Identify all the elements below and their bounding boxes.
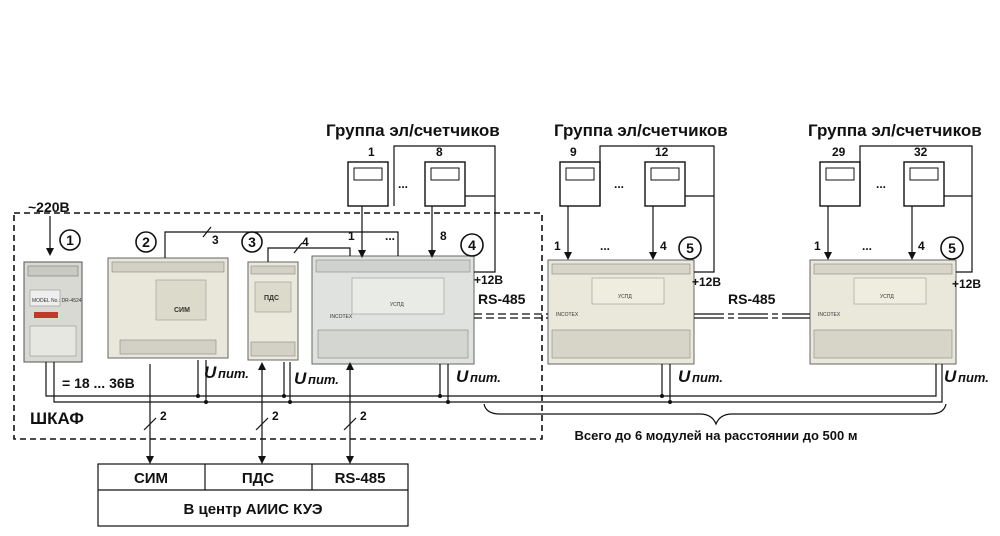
- marker-3: 3: [241, 231, 263, 253]
- sim-module: СИМ: [107, 257, 229, 359]
- center-table: СИМ ПДС RS-485 В центр АИИС КУЭ: [97, 463, 409, 527]
- svg-text:U: U: [678, 367, 691, 386]
- svg-text:пит.: пит.: [218, 366, 249, 381]
- svg-text:2: 2: [160, 409, 167, 423]
- svg-text:U: U: [204, 363, 217, 382]
- pds-module: ПДС: [247, 261, 299, 361]
- svg-text:1: 1: [348, 229, 355, 243]
- center-cell-pds: ПДС: [242, 470, 274, 487]
- meter-group-1: Группа эл/счетчиков 1 8 ... 1 ... 8 +12В: [326, 121, 503, 287]
- pds-face-text: ПДС: [264, 295, 279, 302]
- u-pit-label-4: U пит.: [678, 367, 723, 386]
- svg-text:пит.: пит.: [470, 370, 501, 385]
- svg-text:пит.: пит.: [308, 372, 339, 387]
- plus12-label-3: +12В: [952, 277, 981, 291]
- group-title-2: Группа эл/счетчиков: [554, 121, 728, 140]
- meter-last-1: 8: [436, 145, 443, 159]
- svg-text:...: ...: [600, 239, 610, 253]
- svg-text:5: 5: [948, 240, 956, 256]
- module-name-4: УСПД: [390, 302, 404, 308]
- meter-group-2: Группа эл/счетчиков 9 12 ... 1 ... 4 +12…: [554, 121, 728, 289]
- uspd-module-5a: УСПД INCOTEX: [547, 259, 695, 365]
- rs485-label-1: RS-485: [478, 291, 526, 307]
- svg-text:3: 3: [248, 234, 256, 250]
- svg-text:U: U: [456, 367, 469, 386]
- brand-5b: INCOTEX: [818, 312, 841, 318]
- svg-text:1: 1: [66, 232, 74, 248]
- meter-first-1: 1: [368, 145, 375, 159]
- svg-text:1: 1: [554, 239, 561, 253]
- cabinet-label: ШКАФ: [30, 409, 84, 428]
- meter-icon-1b: [424, 161, 466, 207]
- u-pit-label-5: U пит.: [944, 367, 989, 386]
- meter-icon-1a: [347, 161, 389, 207]
- svg-text:...: ...: [876, 177, 886, 191]
- group-title-3: Группа эл/счетчиков: [808, 121, 982, 140]
- svg-text:...: ...: [614, 177, 624, 191]
- svg-text:...: ...: [862, 239, 872, 253]
- sim-face-text: СИМ: [174, 307, 190, 314]
- module-name-5b: УСПД: [880, 294, 894, 300]
- uspd-main-module: УСПД INCOTEX: [311, 255, 475, 365]
- svg-text:...: ...: [398, 177, 408, 191]
- svg-text:4: 4: [660, 239, 667, 253]
- meter-group-3: Группа эл/счетчиков 29 32 ... 1 ... 4 +1…: [808, 121, 982, 291]
- marker-5b: 5: [940, 236, 964, 260]
- svg-text:U: U: [294, 369, 307, 388]
- svg-text:2: 2: [272, 409, 279, 423]
- svg-text:8: 8: [440, 229, 447, 243]
- link-sim-uspd: [164, 231, 399, 258]
- link-label-4: 4: [302, 235, 309, 249]
- center-cell-sim: СИМ: [134, 470, 168, 487]
- plus12-label-2: +12В: [692, 275, 721, 289]
- center-cell-rs485: RS-485: [335, 470, 386, 487]
- meter-last-3: 32: [914, 145, 928, 159]
- svg-text:1: 1: [814, 239, 821, 253]
- marker-5a: 5: [678, 236, 702, 260]
- module-name-5a: УСПД: [618, 294, 632, 300]
- meter-first-3: 29: [832, 145, 846, 159]
- u-pit-label-3: U пит.: [456, 367, 501, 386]
- u-pit-label-2: U пит.: [294, 369, 339, 388]
- mains-label: ~220В: [28, 199, 70, 215]
- brand-5a: INCOTEX: [556, 312, 579, 318]
- u-pit-label-1: U пит.: [204, 363, 249, 382]
- svg-text:пит.: пит.: [692, 370, 723, 385]
- center-downlinks: 2 2 2: [143, 362, 367, 464]
- rs485-label-2: RS-485: [728, 291, 776, 307]
- marker-4: 4: [460, 233, 484, 257]
- group-title-1: Группа эл/счетчиков: [326, 121, 500, 140]
- center-caption: В центр АИИС КУЭ: [183, 501, 322, 518]
- svg-text:U: U: [944, 367, 957, 386]
- rs485-bus: RS-485 RS-485: [474, 291, 810, 319]
- svg-text:4: 4: [918, 239, 925, 253]
- dc-voltage-label: = 18 ... 36В: [62, 375, 135, 391]
- distance-brace: [483, 403, 947, 426]
- svg-text:5: 5: [686, 240, 694, 256]
- power-supply-module: MODEL No.: DR-4524: [23, 261, 83, 363]
- meter-last-2: 12: [655, 145, 669, 159]
- link-label-3: 3: [212, 233, 219, 247]
- svg-text:2: 2: [142, 234, 150, 250]
- brand-4: INCOTEX: [330, 314, 353, 320]
- svg-text:4: 4: [468, 237, 476, 253]
- plus12-label-1: +12В: [474, 273, 503, 287]
- psu-model-text: MODEL No.: DR-4524: [32, 298, 82, 304]
- marker-2: 2: [135, 231, 157, 253]
- svg-text:2: 2: [360, 409, 367, 423]
- power-bus: = 18 ... 36В: [45, 360, 943, 404]
- link-pds-uspd: [267, 247, 351, 262]
- uspd-module-5b: УСПД INCOTEX: [809, 259, 957, 365]
- cabinet-border: [13, 212, 543, 440]
- meter-first-2: 9: [570, 145, 577, 159]
- svg-text:...: ...: [385, 229, 395, 243]
- svg-text:пит.: пит.: [958, 370, 989, 385]
- marker-1: 1: [59, 229, 81, 251]
- distance-note: Всего до 6 модулей на расстоянии до 500 …: [575, 428, 858, 443]
